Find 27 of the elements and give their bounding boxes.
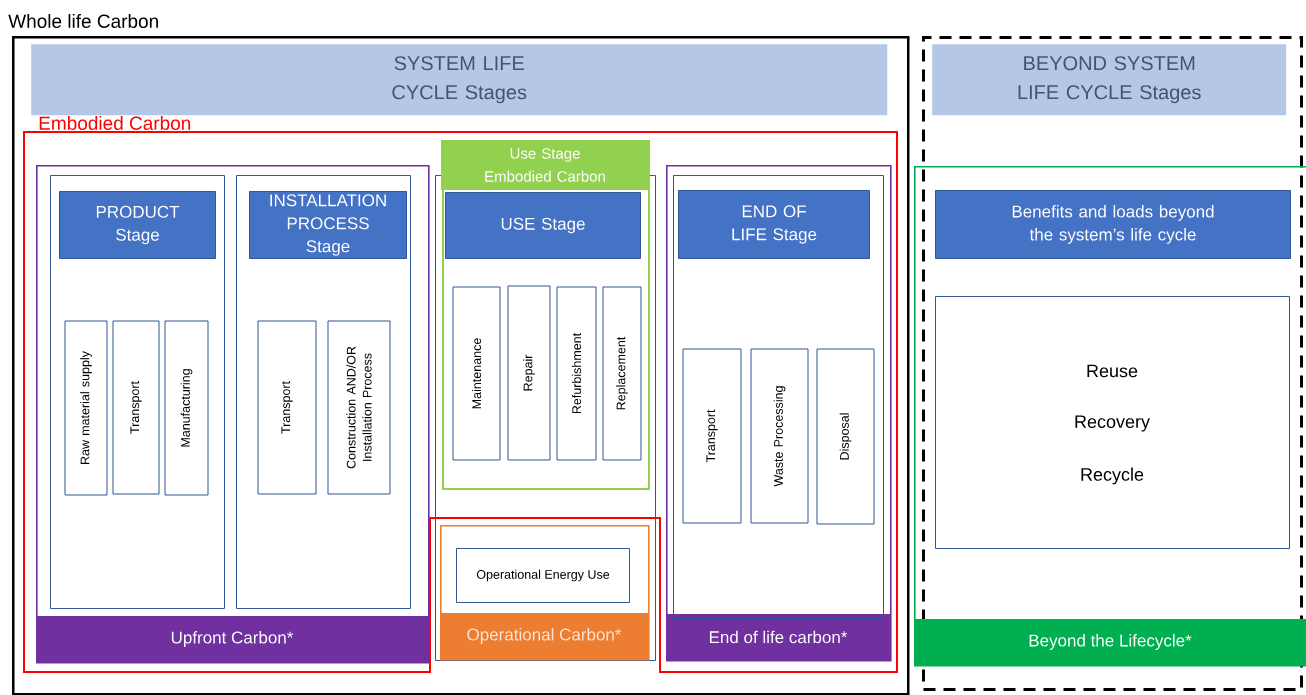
- module-box: Transport: [257, 320, 317, 495]
- stage-band: SYSTEM LIFE CYCLE Stages: [31, 44, 888, 116]
- node-label: Embodied Carbon: [39, 116, 191, 130]
- stage-column: [673, 175, 884, 619]
- module-box: Repair: [507, 285, 551, 461]
- stage-header: USE Stage: [445, 192, 641, 259]
- stage-column: [236, 175, 411, 609]
- module-box: Construction AND/OR Installation Process: [327, 320, 391, 495]
- stage-header: END OF LIFE Stage: [678, 190, 870, 259]
- module-box: Raw material supply: [64, 320, 108, 496]
- stage-header: INSTALLATION PROCESS Stage: [249, 191, 407, 259]
- module-box: Manufacturing: [164, 320, 209, 496]
- module-box: Transport: [112, 320, 160, 495]
- module-box: Waste Processing: [750, 348, 809, 524]
- module-box: Maintenance: [452, 286, 501, 461]
- module-box: Disposal: [816, 348, 875, 525]
- stage-band: BEYOND SYSTEM LIFE CYCLE Stages: [932, 44, 1287, 116]
- options-box: Reuse Recovery Recycle: [935, 296, 1290, 549]
- node-label: Whole life Carbon: [8, 14, 158, 28]
- module-box: Replacement: [602, 286, 642, 461]
- stage-header: Benefits and loads beyond the system’s life cycle: [935, 190, 1291, 259]
- stage-header: PRODUCT Stage: [59, 191, 216, 259]
- dashed-frame: [922, 36, 1303, 691]
- module-box: Operational Energy Use: [456, 548, 630, 603]
- module-box: Transport: [682, 348, 742, 524]
- stage-column: [50, 175, 225, 609]
- module-box: Refurbishment: [556, 286, 597, 461]
